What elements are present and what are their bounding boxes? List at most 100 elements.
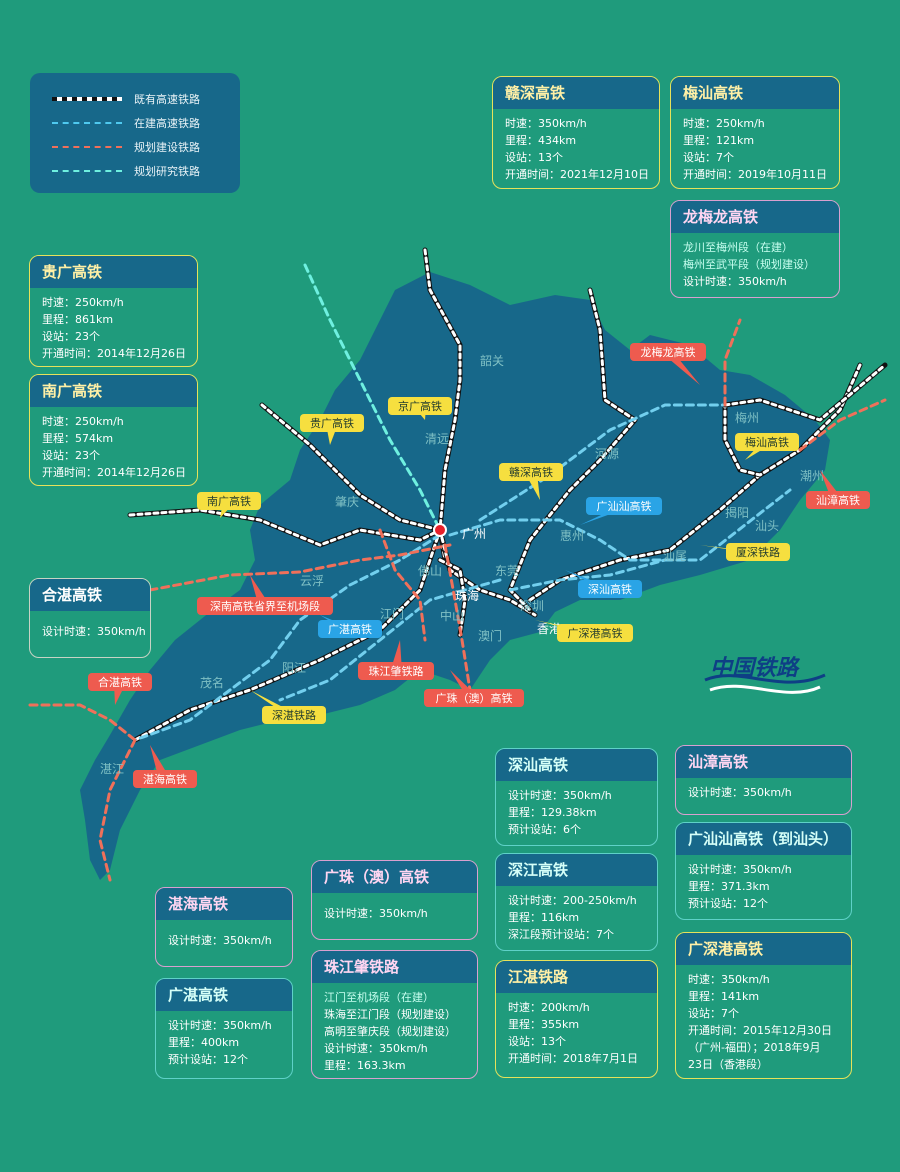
line-label-tag: 广湛高铁 [318, 615, 382, 638]
card-line: 时速：350km/h [688, 973, 770, 986]
city-label: 汕头 [755, 519, 779, 533]
card-line: 里程：434km [505, 134, 577, 147]
legend-label: 在建高速铁路 [134, 117, 200, 130]
card-body: 设计时速：350km/h [30, 611, 150, 644]
legend-label: 既有高速铁路 [134, 93, 200, 106]
card-body: 江门至机场段（在建）珠海至江门段（规划建设）高明至肇庆段（规划建设）设计时速：3… [312, 983, 477, 1078]
card-line: 里程：574km [42, 432, 114, 445]
card-line: 开通时间：2015年12月30日 [688, 1024, 832, 1037]
line-label-text: 赣深高铁 [509, 465, 553, 479]
card-title: 汕漳高铁 [676, 746, 851, 778]
card-line: 预计设站：12个 [688, 897, 768, 910]
card-line: 里程：116km [508, 911, 580, 924]
line-label-tag: 京广高铁 [388, 397, 452, 420]
card-line: 设站：7个 [683, 151, 734, 164]
legend-item-planned: 规划建设铁路 [52, 137, 200, 157]
card-line: 设站：13个 [505, 151, 563, 164]
line-label-tag: 南广高铁 [197, 492, 261, 518]
city-label: 香港 [537, 622, 561, 636]
card-line: 设站：23个 [42, 330, 100, 343]
city-label: 佛山 [418, 564, 442, 578]
card-line: 里程：141km [688, 990, 760, 1003]
card-line: 设站：7个 [688, 1007, 739, 1020]
card-body: 设计时速：350km/h [312, 893, 477, 926]
line-label-text: 厦深铁路 [736, 546, 780, 559]
line-label-text: 广珠（澳）高铁 [436, 691, 513, 705]
card-body: 设计时速：200-250km/h 里程：116km 深江段预计设站：7个 [496, 886, 657, 947]
card-line: 里程：371.3km [688, 880, 770, 893]
card-line: 开通时间：2018年7月1日 [508, 1052, 638, 1065]
meishan-line [723, 363, 862, 477]
line-label-tag: 湛海高铁 [133, 745, 197, 788]
shennan-line [148, 543, 452, 592]
legend-label: 规划建设铁路 [134, 141, 200, 154]
card-title: 江湛铁路 [496, 961, 657, 993]
card-line: 里程：355km [508, 1018, 580, 1031]
card-title: 赣深高铁 [493, 77, 659, 109]
line-label-tag: 珠江肇铁路 [358, 640, 434, 680]
legend: 既有高速铁路 在建高速铁路 规划建设铁路 规划研究铁路 [30, 73, 240, 193]
city-label: 韶关 [480, 353, 504, 368]
line-label-text: 广深港高铁 [568, 626, 623, 640]
card-line: 设站：13个 [508, 1035, 566, 1048]
card-line: 里程：163.3km [324, 1059, 406, 1072]
longmeilong-planned [723, 318, 742, 407]
line-label-tag: 广汕汕高铁 [580, 497, 662, 525]
card-line: 设计时速：350km/h [324, 907, 428, 920]
line-label-tag: 赣深高铁 [499, 463, 563, 500]
line-label-text: 梅汕高铁 [745, 435, 789, 449]
card-line: 设计时速：350km/h [688, 786, 792, 799]
card-shanzhang: 汕漳高铁 设计时速：350km/h [675, 745, 852, 815]
card-title: 广珠（澳）高铁 [312, 861, 477, 893]
legend-item-study: 规划研究铁路 [52, 161, 200, 181]
line-label-tag: 深南高铁省界至机场段 [197, 575, 333, 615]
card-line: 设计时速：200-250km/h [508, 894, 637, 907]
card-line: 开通时间：2014年12月26日 [42, 466, 186, 479]
card-title: 合湛高铁 [30, 579, 150, 611]
card-title: 湛海高铁 [156, 888, 292, 920]
logo-text: 中国铁路 [710, 656, 801, 681]
line-label-tag: 厦深铁路 [700, 543, 790, 561]
card-title: 广汕汕高铁（到汕头） [676, 823, 851, 855]
line-label-text: 贵广高铁 [310, 416, 354, 430]
city-label: 河源 [595, 447, 619, 461]
city-label: 深圳 [520, 599, 544, 613]
line-label-tag: 深汕高铁 [565, 570, 642, 598]
city-label: 梅州 [735, 410, 759, 425]
card-line: 设计时速：350km/h [508, 789, 612, 802]
line-label-tag: 梅汕高铁 [735, 433, 799, 460]
line-label-text: 珠江肇铁路 [369, 664, 424, 678]
card-line: 时速：250km/h [42, 296, 124, 309]
line-label-text: 湛海高铁 [143, 772, 187, 786]
guiguang-line [260, 403, 442, 532]
guangzhuao-line [443, 543, 472, 692]
card-line: 设站：23个 [42, 449, 100, 462]
ganshen-line [508, 288, 637, 612]
zhujiangzhao-line [378, 528, 427, 642]
city-label: 东莞 [495, 564, 519, 578]
card-line: 预计设站：6个 [508, 823, 581, 836]
card-body: 设计时速：350km/h [676, 778, 851, 805]
card-line: 23日（香港段） [688, 1058, 768, 1071]
china-railway-logo: 中国铁路 [704, 656, 826, 694]
card-line: 设计时速：350km/h [42, 625, 146, 638]
card-line: 设计时速：350km/h [168, 934, 272, 947]
card-line: 深江段预计设站：7个 [508, 928, 614, 941]
city-label: 湛江 [100, 762, 124, 776]
line-label-tag: 广深港高铁 [535, 620, 633, 642]
line-label-text: 龙梅龙高铁 [641, 345, 696, 359]
card-line: 开通时间：2014年12月26日 [42, 347, 186, 360]
city-label: 云浮 [300, 574, 324, 588]
